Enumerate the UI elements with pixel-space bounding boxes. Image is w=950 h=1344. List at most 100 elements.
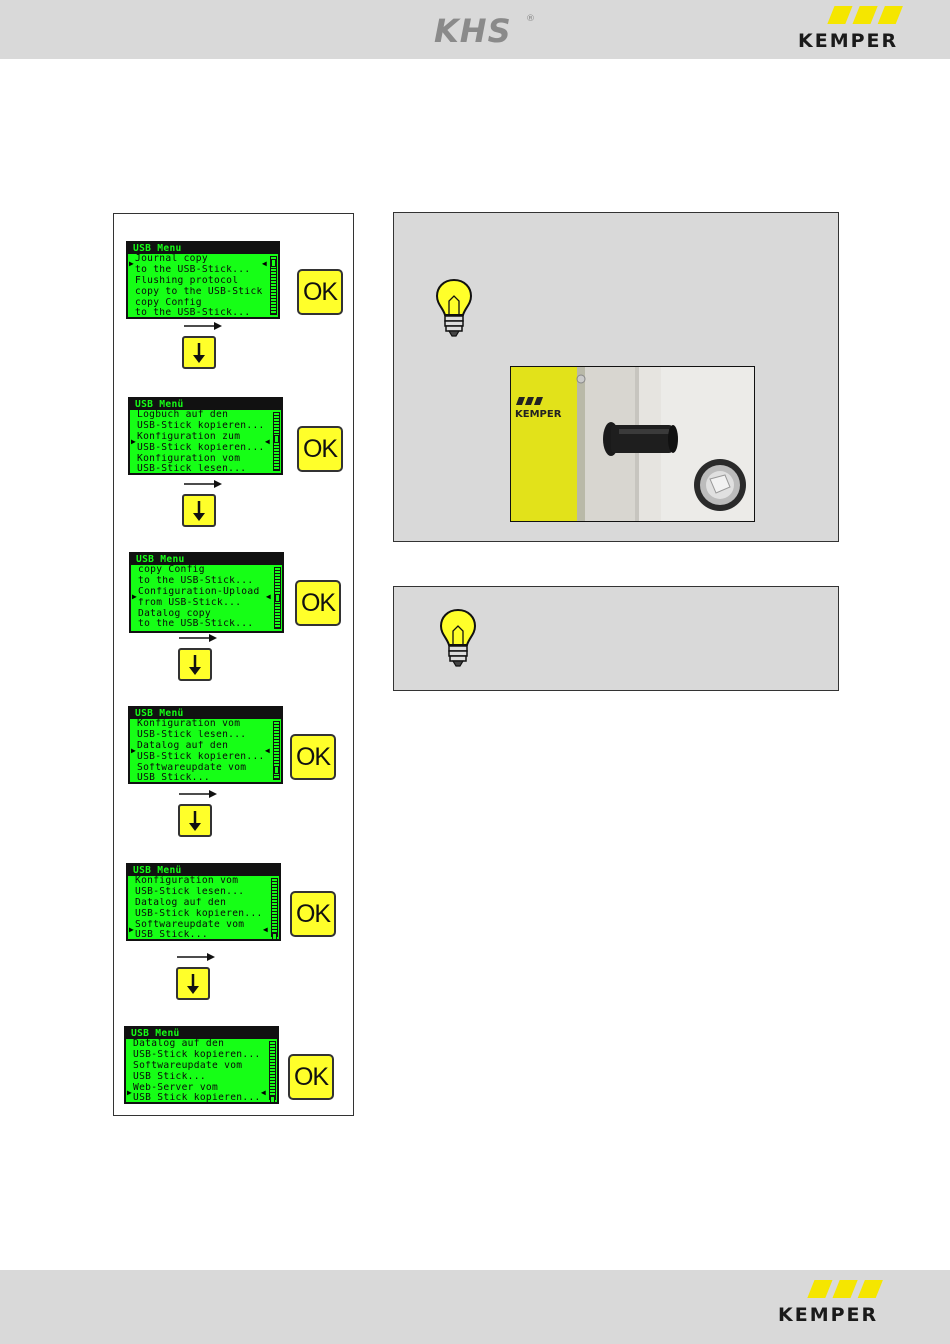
lcd-line: to the USB-Stick... (138, 619, 254, 630)
lcd-title: USB Menü (128, 865, 279, 876)
kemper-stripes-icon (827, 6, 903, 24)
lcd-title: USB Menü (130, 399, 281, 410)
lcd-line: USB-Stick kopieren... (137, 420, 265, 431)
lcd-line: Softwareupdate vom (133, 1060, 243, 1071)
lcd-title: USB Menu (128, 243, 278, 254)
lcd-line: Web-Server vom (133, 1082, 219, 1093)
selection-cursor-icon: ▶ (129, 925, 135, 934)
lcd-line: USB Stick kopieren... (133, 1093, 261, 1104)
right-arrow-icon (177, 953, 215, 961)
right-arrow-icon (179, 634, 217, 642)
right-arrow-icon (179, 790, 217, 798)
lcd-line: USB-Stick kopieren... (133, 1049, 261, 1060)
lcd-line: USB-Stick kopieren... (135, 908, 263, 919)
lcd-line: Journal copy (135, 254, 208, 264)
lcd-screen-4: USB Menü Konfiguration vom USB-Stick les… (128, 706, 283, 784)
kemper-logo-footer: KEMPER (778, 1280, 918, 1328)
down-arrow-icon (193, 501, 205, 521)
kemper-logo-header: KEMPER (798, 6, 938, 52)
selection-cursor-icon: ▶ (129, 259, 135, 268)
khs-registered-mark: ® (526, 14, 535, 24)
lcd-line: USB Stick... (137, 773, 210, 784)
lcd-line: USB-Stick kopieren... (137, 751, 265, 762)
lcd-line: Softwareupdate vom (135, 919, 245, 930)
selection-cursor-right-icon: ◀ (265, 592, 271, 601)
selection-cursor-right-icon: ◀ (262, 925, 268, 934)
selection-cursor-icon: ▶ (131, 437, 137, 446)
housing-logo: KEMPER (515, 409, 562, 420)
lcd-title: USB Menü (130, 708, 281, 719)
lcd-screen-1: USB Menu Journal copy to the USB-Stick..… (126, 241, 280, 319)
down-button[interactable] (178, 804, 212, 837)
ok-button[interactable]: OK (288, 1054, 334, 1100)
usb-menu-sequence-panel: USB Menu Journal copy to the USB-Stick..… (113, 213, 354, 1116)
selection-cursor-right-icon: ◀ (260, 1088, 266, 1097)
down-arrow-icon (189, 655, 201, 675)
lcd-line: Softwareupdate vom (137, 762, 247, 773)
down-button[interactable] (182, 336, 216, 369)
ok-button[interactable]: OK (295, 580, 341, 626)
lcd-line: USB-Stick lesen... (135, 886, 245, 897)
lcd-line: Datalog auf den (135, 897, 227, 908)
lcd-line: USB-Stick lesen... (137, 464, 247, 475)
lcd-line: copy Config (138, 565, 205, 575)
lcd-line: to the USB-Stick... (138, 575, 254, 586)
lcd-line: copy to the USB-Stick (135, 286, 263, 297)
lcd-line: Configuration-Upload (138, 586, 260, 597)
lightbulb-icon (439, 608, 477, 667)
down-button[interactable] (182, 494, 216, 527)
kemper-stripes-icon (807, 1280, 883, 1298)
down-arrow-icon (193, 343, 205, 363)
lcd-line: Konfiguration vom (137, 719, 241, 729)
lcd-line: copy Config (135, 297, 202, 308)
lightbulb-icon (435, 278, 473, 337)
usb-port-photo-illustration: KEMPER (511, 367, 754, 521)
usb-port-photo: KEMPER (510, 366, 755, 522)
down-button[interactable] (178, 648, 212, 681)
lcd-line: USB Stick... (133, 1071, 206, 1082)
lcd-scrollbar (274, 567, 281, 629)
down-arrow-icon (189, 811, 201, 831)
lcd-screen-2: USB Menü Logbuch auf den USB-Stick kopie… (128, 397, 283, 475)
lcd-line: USB Stick... (135, 930, 208, 941)
lcd-line: Konfiguration vom (137, 453, 241, 464)
lcd-line: Datalog auf den (133, 1039, 225, 1049)
lcd-line: USB-Stick lesen... (137, 729, 247, 740)
lcd-scrollbar (271, 878, 278, 939)
tip-box-note (393, 586, 839, 691)
tip-box-usb-port: KEMPER (393, 212, 839, 542)
selection-cursor-right-icon: ◀ (264, 437, 270, 446)
lcd-scrollbar (273, 721, 280, 780)
kemper-wordmark: KEMPER (798, 30, 899, 52)
lcd-screen-3: USB Menu copy Config to the USB-Stick...… (129, 552, 284, 633)
lcd-scrollbar (273, 412, 280, 471)
lcd-screen-6: USB Menü Datalog auf den USB-Stick kopie… (124, 1026, 279, 1104)
page-footer: KEMPER (0, 1270, 950, 1344)
down-arrow-icon (187, 974, 199, 994)
lcd-title: USB Menu (131, 554, 282, 565)
right-arrow-icon (184, 480, 222, 488)
lcd-line: to the USB-Stick... (135, 308, 251, 319)
lcd-screen-5: USB Menü Konfiguration vom USB-Stick les… (126, 863, 281, 941)
khs-logo: KHS (434, 12, 512, 50)
lcd-line: Flushing protocol (135, 275, 239, 286)
selection-cursor-right-icon: ◀ (261, 259, 267, 268)
page-header: KHS ® KEMPER (0, 0, 950, 59)
selection-cursor-icon: ▶ (131, 746, 137, 755)
lcd-line: Konfiguration zum (137, 431, 241, 442)
down-button[interactable] (176, 967, 210, 1000)
ok-button[interactable]: OK (297, 269, 343, 315)
ok-button[interactable]: OK (297, 426, 343, 472)
ok-button[interactable]: OK (290, 891, 336, 937)
lcd-scrollbar (269, 1041, 276, 1102)
lcd-line: USB-Stick kopieren... (137, 442, 265, 453)
lcd-title: USB Menü (126, 1028, 277, 1039)
lcd-line: Konfiguration vom (135, 876, 239, 886)
selection-cursor-icon: ▶ (132, 592, 138, 601)
selection-cursor-right-icon: ◀ (264, 746, 270, 755)
lcd-line: Datalog auf den (137, 740, 229, 751)
lcd-scrollbar (270, 256, 277, 315)
ok-button[interactable]: OK (290, 734, 336, 780)
selection-cursor-icon: ▶ (127, 1088, 133, 1097)
